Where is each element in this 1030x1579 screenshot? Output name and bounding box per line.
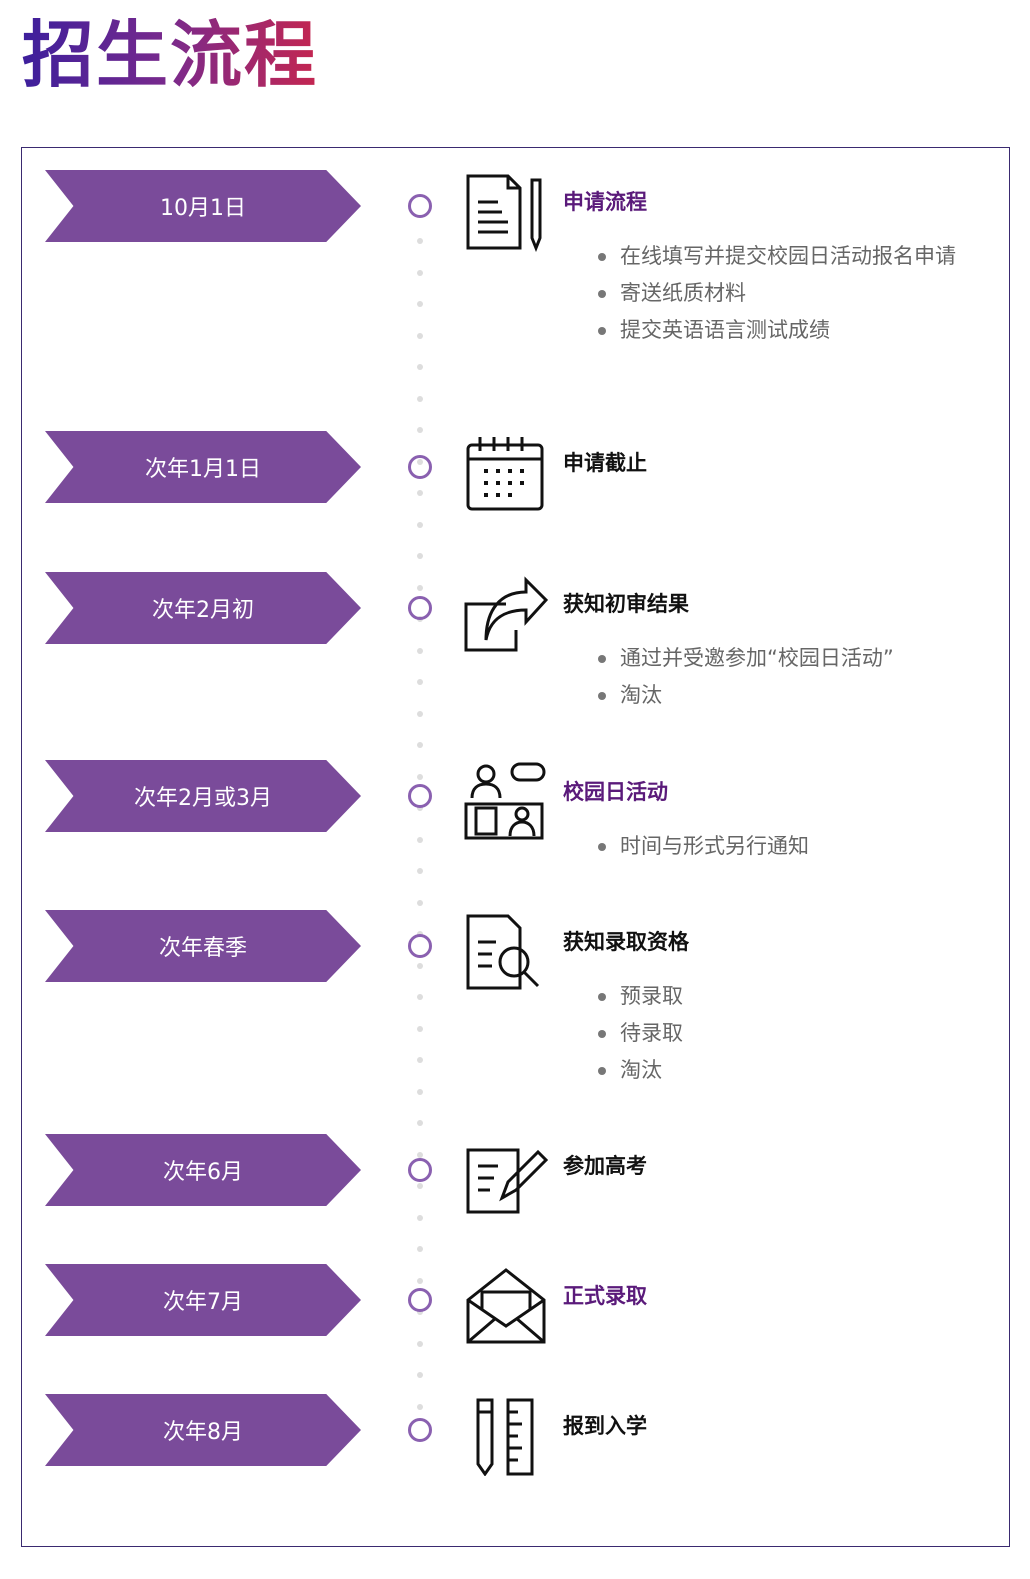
timeline-dot [417,836,423,843]
date-ribbon: 次年1月1日 [45,431,361,503]
timeline-node [408,1158,432,1182]
timeline-dot [417,994,423,1000]
date-label: 10月1日 [160,196,246,221]
timeline-dot [417,364,423,370]
bullet-item: 淘汰 [598,677,958,714]
timeline-dot [417,868,423,874]
date-ribbon: 次年8月 [45,1394,361,1466]
timeline-dot [417,1183,423,1189]
timeline-node [408,1418,432,1442]
timeline-dot [417,1120,423,1126]
bullet-item: 提交英语语言测试成绩 [598,312,958,349]
timeline-dot [417,1246,423,1252]
timeline-dot [417,521,423,528]
timeline-dot [417,1214,423,1221]
timeline-node [408,455,432,479]
step-bullets: 通过并受邀参加“校园日活动”淘汰 [598,640,958,714]
bullet-item: 淘汰 [598,1052,958,1089]
exam-icon [462,1136,549,1216]
date-ribbon: 次年6月 [45,1134,361,1206]
step-title: 参加高考 [563,1154,647,1178]
timeline-node [408,596,432,620]
step-bullets: 预录取待录取淘汰 [598,978,958,1089]
step-title: 申请流程 [563,190,647,214]
calendar-icon [462,433,548,513]
timeline-dot [417,427,423,433]
timeline-dot [417,269,423,276]
interview-icon [462,762,548,842]
timeline-dot [417,301,423,307]
timeline-dot [417,773,423,780]
date-ribbon: 次年7月 [45,1264,361,1336]
bullet-item: 时间与形式另行通知 [598,828,958,865]
date-ribbon: 次年春季 [45,910,361,982]
step-title: 申请截止 [563,451,647,475]
bullet-item: 在线填写并提交校园日活动报名申请 [598,238,958,275]
timeline-dot [417,1025,423,1032]
timeline-dot [417,962,423,969]
step-title: 报到入学 [563,1414,647,1438]
timeline-dot [417,1277,423,1284]
timeline-dot [417,1151,423,1158]
timeline-dot [417,710,423,717]
bullet-item: 预录取 [598,978,958,1015]
timeline-node [408,934,432,958]
step-title: 获知录取资格 [563,930,689,954]
date-label: 次年7月 [163,1290,243,1315]
timeline-dot [417,490,423,496]
document-search-icon [462,912,548,992]
bullet-item: 通过并受邀参加“校园日活动” [598,640,958,677]
step-title: 校园日活动 [563,780,668,804]
bullet-item: 寄送纸质材料 [598,275,958,312]
timeline-node [408,1288,432,1312]
date-label: 次年8月 [163,1420,243,1445]
step-bullets: 在线填写并提交校园日活动报名申请寄送纸质材料提交英语语言测试成绩 [598,238,958,349]
timeline-dot [417,899,423,906]
step-title: 正式录取 [563,1284,647,1308]
timeline-dot [417,1057,423,1063]
timeline-dot [417,395,423,402]
timeline-dot [417,742,423,748]
date-label: 次年2月初 [152,598,254,623]
date-label: 次年1月1日 [145,457,261,482]
pencil-ruler-icon [462,1396,548,1477]
timeline-node [408,194,432,218]
timeline-dot [417,1340,423,1347]
timeline-dot [417,332,423,339]
timeline-dot [417,553,423,559]
date-label: 次年2月或3月 [134,786,272,811]
step-title: 获知初审结果 [563,592,689,616]
share-icon [462,574,549,654]
timeline-dot [417,1372,423,1378]
date-ribbon: 10月1日 [45,170,361,242]
date-label: 次年春季 [158,936,247,961]
timeline-dot [417,1309,423,1315]
timeline-node [408,784,432,808]
document-pen-icon [462,172,548,253]
date-ribbon: 次年2月初 [45,572,361,644]
timeline-dot [417,584,423,591]
timeline-dot [417,1088,423,1095]
timeline-dot [417,647,423,654]
timeline-dot [417,805,423,811]
bullet-item: 待录取 [598,1015,958,1052]
timeline-box [21,147,1010,1547]
timeline-dot [417,1403,423,1410]
step-bullets: 时间与形式另行通知 [598,828,958,865]
date-label: 次年6月 [163,1160,243,1185]
timeline-dot [417,679,423,685]
envelope-icon [462,1266,548,1346]
page-title: 招生流程 [22,0,318,101]
date-ribbon: 次年2月或3月 [45,760,361,832]
timeline-dot [417,238,423,244]
